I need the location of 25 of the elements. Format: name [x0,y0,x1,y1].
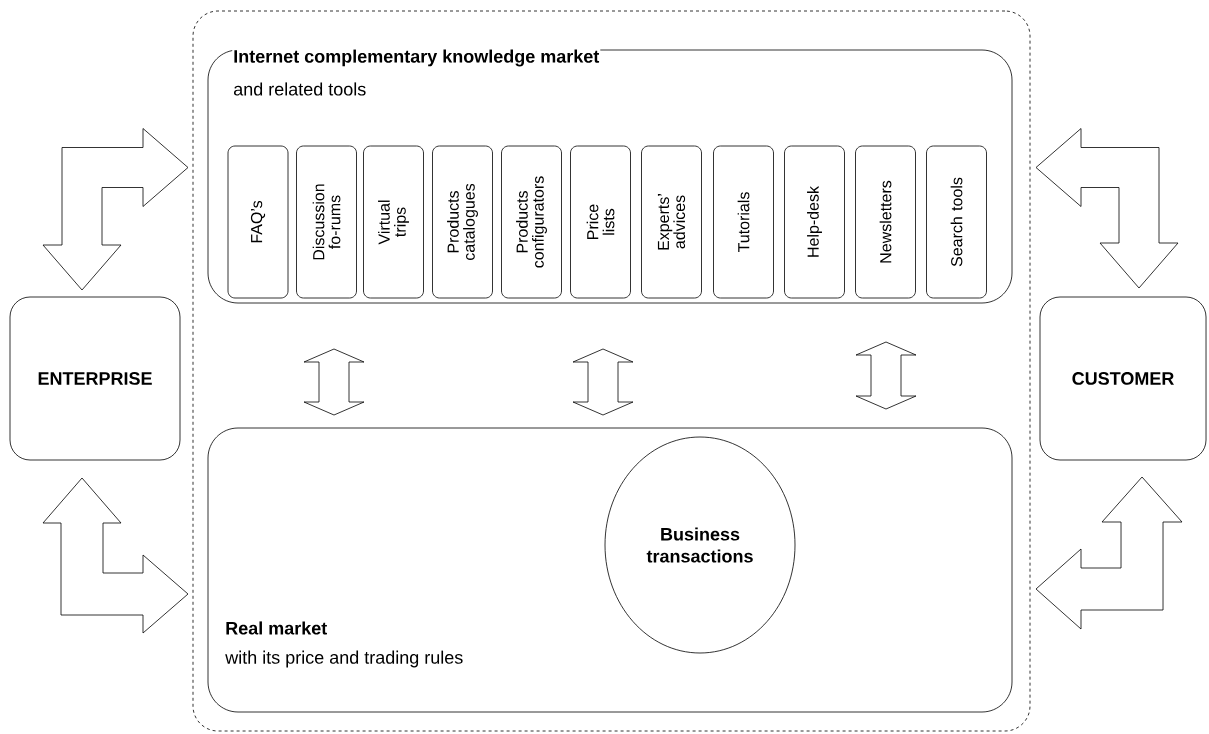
tab-label: Newsletters [879,180,892,263]
block-arrow [855,341,917,410]
block-arrow [42,477,189,634]
tab-label: Experts’ advices [657,194,686,250]
tab-label: Discussion fo-rums [312,184,341,260]
tab-label: Search tools [950,177,963,267]
block-arrow [42,128,189,291]
panel-subtitle: with its price and trading rules [224,649,465,669]
tab-label: Help-desk [807,186,822,257]
rounded-box: ENTERPRISE [9,296,181,461]
tab-label: Virtual trips [378,200,409,245]
block-arrow [1035,476,1183,630]
tab-label: FAQ’s [250,200,266,243]
panel-subtitle: and related tools [232,81,368,97]
rounded-box: CUSTOMER [1039,296,1207,461]
tab-label: Tutorials [737,192,750,252]
block-arrow [572,348,634,416]
tab-label: Price lists [586,204,615,239]
block-arrow [303,348,365,416]
block-arrow [1035,128,1179,289]
tab-label: Products catalogues [447,183,478,261]
dashed-boundary [192,10,1031,732]
panel-heading: Real market [224,620,329,636]
panel-heading: Internet complementary knowledge market [232,48,601,68]
tab-label: Products configurators [516,176,547,268]
